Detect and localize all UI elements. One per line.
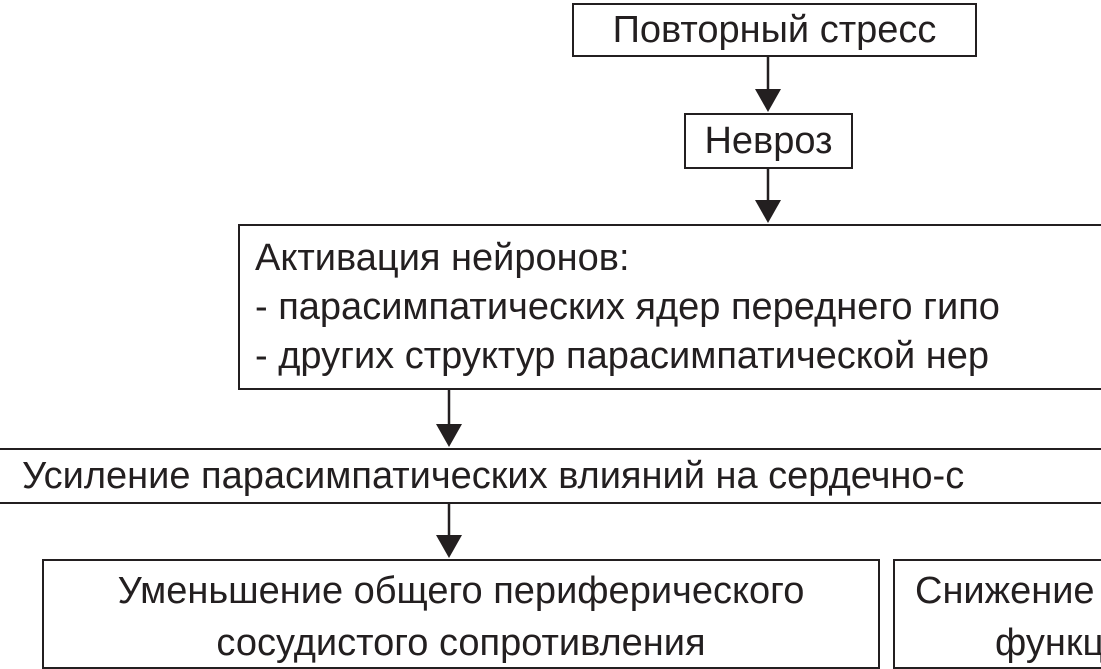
arrow-activation-to-enhance <box>436 390 462 447</box>
node-activation-line-2: - парасимпатических ядер переднего гипо <box>255 286 1000 328</box>
node-neurosis: Невроз <box>684 113 853 169</box>
node-activation-line-1: Активация нейронов: <box>255 237 630 279</box>
node-activation-line-3: - других структур парасимпатической нер <box>255 335 989 377</box>
arrow-enhance-to-resist <box>436 504 462 558</box>
node-vascular-resistance: Уменьшение общего периферического сосуди… <box>42 559 880 669</box>
node-neuron-activation: Активация нейронов: - парасимпатических … <box>238 224 1101 390</box>
node-decrease-line-1: Снижение <box>915 570 1095 612</box>
node-enhance-label: Усиление парасимпатических влияний на се… <box>22 455 965 497</box>
node-repeated-stress-label: Повторный стресс <box>612 9 937 51</box>
node-resist-line-2: сосудистого сопротивления <box>216 622 706 664</box>
diagram-edges <box>436 57 781 558</box>
node-resist-line-1: Уменьшение общего периферического <box>117 570 805 612</box>
arrow-stress-to-neurosis <box>755 57 781 112</box>
node-neurosis-label: Невроз <box>704 120 833 162</box>
node-decrease-line-2: функц <box>995 622 1101 664</box>
node-parasympathetic-influence: Усиление парасимпатических влияний на се… <box>0 448 1101 504</box>
node-repeated-stress: Повторный стресс <box>572 3 977 57</box>
arrow-neurosis-to-activation <box>755 169 781 223</box>
node-function-decrease: Снижение функц <box>893 559 1101 669</box>
